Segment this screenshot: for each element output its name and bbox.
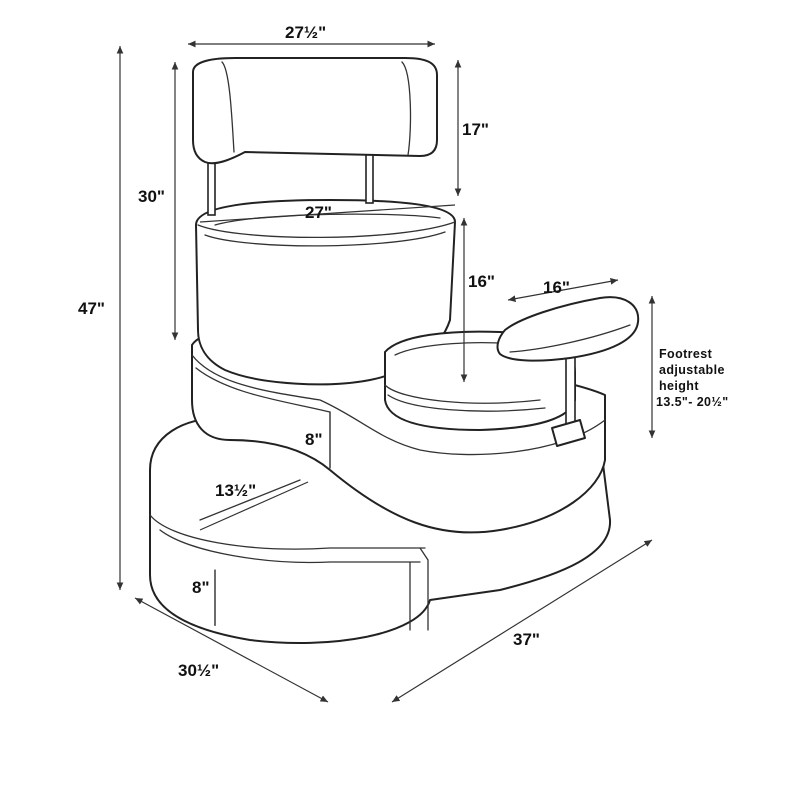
footrest-note-line1: Footrest <box>659 347 713 361</box>
step-depth-line <box>199 481 309 531</box>
label-seat-width: 27" <box>305 203 332 222</box>
footrest-note-line4: 13.5"- 20½" <box>656 395 729 409</box>
footrest <box>496 296 640 362</box>
label-footrest-width: 16" <box>543 278 570 297</box>
label-step-depth: 13½" <box>215 481 256 500</box>
label-platform-height: 8" <box>305 430 323 449</box>
label-base-width: 37" <box>513 630 540 649</box>
dimension-lines <box>116 40 656 703</box>
label-step-height: 8" <box>192 578 210 597</box>
footrest-note-line3: height <box>659 379 699 393</box>
label-base-depth: 30½" <box>178 661 219 680</box>
footrest-clamp <box>551 419 586 447</box>
backrest-post-right <box>365 147 374 204</box>
base-width-line <box>391 539 653 703</box>
label-basin-depth: 16" <box>468 272 495 291</box>
base-depth-line <box>134 597 329 703</box>
footrest-note-line2: adjustable <box>659 363 725 377</box>
label-backrest-height: 17" <box>462 120 489 139</box>
chair-illustration <box>149 57 640 645</box>
label-overall-height: 47" <box>78 299 105 318</box>
footrest-note: Footrest adjustable height 13.5"- 20½" <box>656 347 729 409</box>
seat-width-line <box>199 204 456 223</box>
footrest-width-line <box>507 278 619 302</box>
dimension-labels: 27½" 17" 30" 27" 47" 16" 16" 8" 13½" 8" … <box>78 23 570 680</box>
label-top-width: 27½" <box>285 23 326 42</box>
backrest-post-left <box>207 159 216 216</box>
backrest <box>192 57 438 165</box>
label-seat-height: 30" <box>138 187 165 206</box>
